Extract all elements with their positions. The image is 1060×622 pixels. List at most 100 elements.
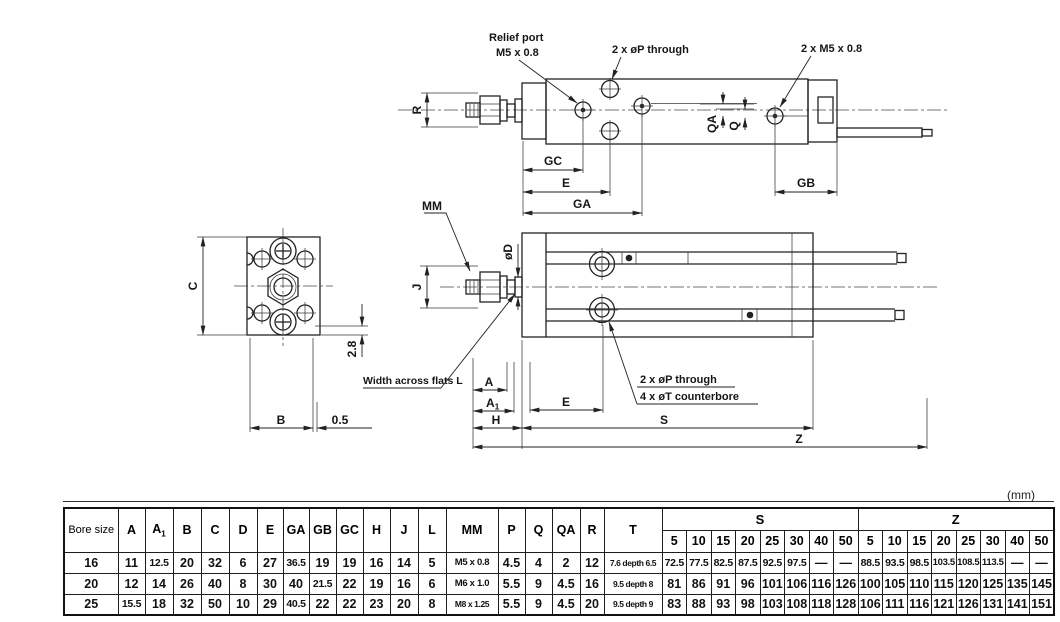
dim-label-qa: QA	[705, 115, 719, 133]
p-through-top-label: 2 x øP through	[612, 44, 689, 56]
value-cell: 88	[686, 593, 712, 616]
rod-nut-face	[267, 268, 299, 306]
value-cell: 5.5	[497, 572, 526, 595]
col-header-ga: GA	[282, 507, 310, 553]
value-cell: 40	[200, 572, 230, 595]
stroke-header: 40	[1004, 529, 1030, 553]
value-cell: 4.5	[551, 572, 581, 595]
col-header-a: A	[117, 507, 146, 553]
value-cell: 88.5	[857, 551, 883, 574]
value-cell: 100	[857, 572, 883, 595]
value-cell: 4.5	[551, 593, 581, 616]
stroke-header: 20	[735, 529, 761, 553]
value-cell: 108	[784, 593, 810, 616]
relief-port-label-line1: Relief port	[489, 32, 544, 44]
value-cell: 14	[144, 572, 174, 595]
col-header-mm: MM	[445, 507, 499, 553]
value-cell: 26	[172, 572, 202, 595]
value-cell: 14	[389, 551, 419, 574]
face-view-drawing: C B 0.5 2.8	[186, 228, 372, 432]
value-cell: 9.5 depth 9	[603, 593, 663, 616]
p-hole-lower	[599, 120, 621, 142]
dowel-dot	[625, 254, 633, 262]
value-cell: 96	[735, 572, 761, 595]
dim-label-od: øD	[501, 244, 515, 260]
value-cell: 9	[524, 572, 553, 595]
value-cell: 72.5	[661, 551, 687, 574]
col-header-e: E	[256, 507, 284, 553]
value-cell: 98	[735, 593, 761, 616]
value-cell: 12.5	[144, 551, 174, 574]
m5-ports-label: 2 x M5 x 0.8	[801, 43, 862, 55]
m5-port-hole	[764, 105, 786, 127]
rod-tip	[921, 128, 933, 137]
value-cell: M8 x 1.25	[445, 593, 499, 616]
value-cell: 126	[833, 572, 859, 595]
value-cell: 151	[1029, 593, 1055, 616]
value-cell: 4.5	[497, 551, 526, 574]
value-cell: 106	[857, 593, 883, 616]
dim-label-h: H	[492, 413, 501, 427]
mm-label: MM	[422, 199, 442, 213]
end-cap	[807, 79, 838, 143]
value-cell: 2	[551, 551, 581, 574]
value-cell: 19	[335, 551, 364, 574]
value-cell: 141	[1004, 593, 1030, 616]
col-header-bore-size: Bore size	[63, 507, 119, 553]
value-cell: 93	[710, 593, 736, 616]
value-cell: 121	[931, 593, 957, 616]
stroke-header: 50	[1029, 529, 1055, 553]
p-through-bottom-label: 2 x øP through	[640, 374, 717, 386]
value-cell: 93.5	[882, 551, 908, 574]
value-cell: M6 x 1.0	[445, 572, 499, 595]
t-counterbore-label: 4 x øT counterbore	[640, 391, 739, 403]
plan-view-drawing: øD MM J Width across flats L 2 x øP thro…	[363, 199, 940, 450]
dim-label-a: A	[485, 375, 494, 389]
value-cell: 6	[228, 551, 258, 574]
value-cell: 116	[808, 572, 834, 595]
side-view-drawing: R QA Q GC E GA GB Relief port M5 x 0.8 2…	[398, 32, 948, 216]
stroke-header: 15	[710, 529, 736, 553]
value-cell: 21.5	[308, 572, 337, 595]
mounting-plate	[521, 82, 547, 140]
col-header-gb: GB	[308, 507, 337, 553]
dim-label-28: 2.8	[345, 340, 359, 357]
value-cell: 101	[759, 572, 785, 595]
value-cell: 145	[1029, 572, 1055, 595]
dim-label-c: C	[186, 281, 200, 290]
value-cell: 36.5	[282, 551, 310, 574]
stroke-header: 10	[686, 529, 712, 553]
stroke-header: 10	[882, 529, 908, 553]
stroke-header: 5	[661, 529, 687, 553]
value-cell: 32	[200, 551, 230, 574]
value-cell: 125	[980, 572, 1006, 595]
value-cell: 22	[308, 593, 337, 616]
stroke-header: 20	[931, 529, 957, 553]
dim-label-s: S	[660, 413, 668, 427]
value-cell: 23	[362, 593, 391, 616]
stroke-header: 5	[857, 529, 883, 553]
dim-label-gb: GB	[797, 176, 815, 190]
col-header-h: H	[362, 507, 391, 553]
value-cell: 8	[228, 572, 258, 595]
value-cell: 126	[955, 593, 981, 616]
dim-label-z: Z	[795, 432, 802, 446]
value-cell: 29	[256, 593, 284, 616]
table-top-rule	[63, 501, 1054, 502]
dim-label-j: J	[410, 284, 424, 291]
col-header-b: B	[172, 507, 202, 553]
value-cell: —	[833, 551, 859, 574]
unit-note: (mm)	[1007, 488, 1035, 502]
col-header-d: D	[228, 507, 258, 553]
technical-drawing: R QA Q GC E GA GB Relief port M5 x 0.8 2…	[186, 32, 948, 450]
col-header-q: Q	[524, 507, 553, 553]
value-cell: 20	[579, 593, 605, 616]
value-cell: 22	[335, 572, 364, 595]
through-holes	[246, 248, 316, 324]
value-cell: 16	[362, 551, 391, 574]
bore-size-cell: 25	[63, 593, 119, 616]
